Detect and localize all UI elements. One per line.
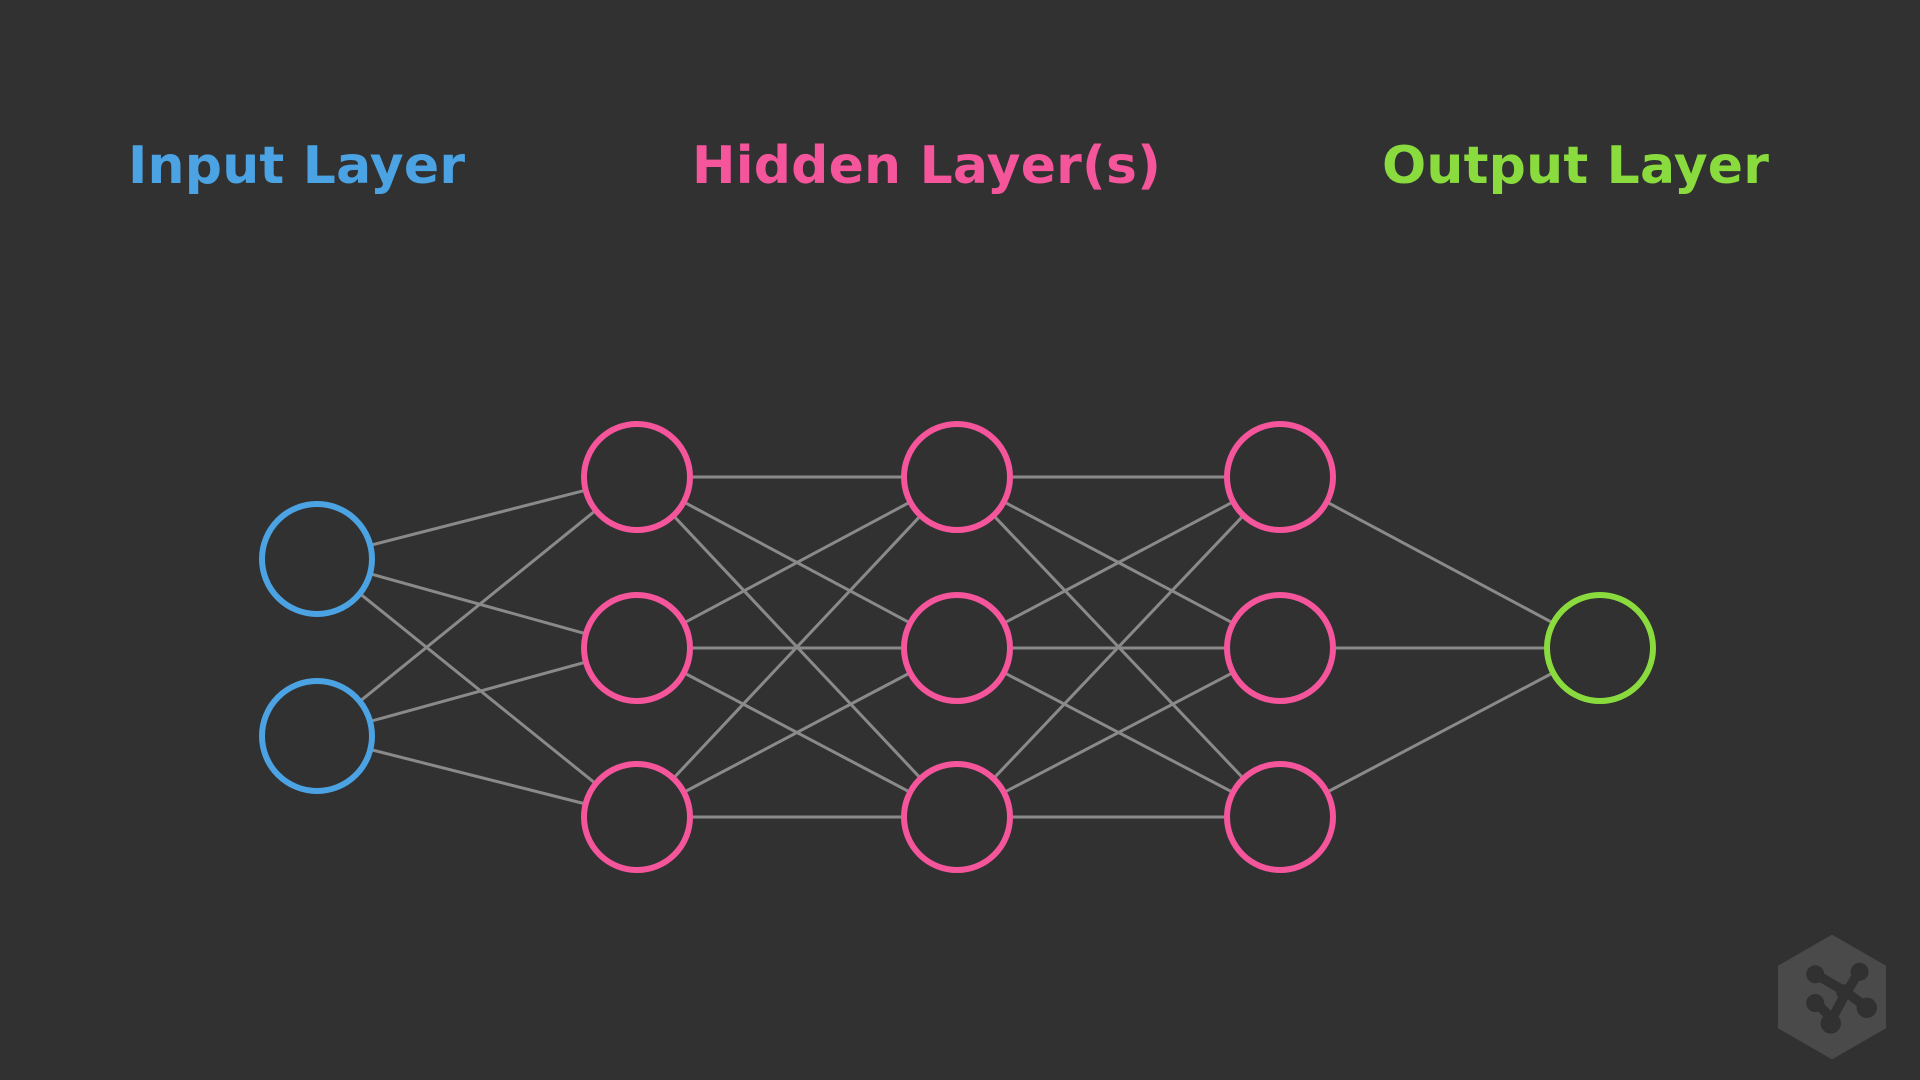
node-hidden-1-2 — [581, 592, 693, 704]
edge-hidden-1-1-to-hidden-2-0 — [683, 500, 911, 625]
edge-input-1-to-hidden-1-2 — [369, 748, 586, 806]
edge-input-0-to-hidden-1-0 — [369, 488, 587, 547]
node-hidden-3-2 — [1224, 592, 1336, 704]
edge-input-1-to-hidden-1-1 — [369, 660, 587, 723]
edge-hidden-2-2-to-hidden-3-1 — [1003, 671, 1234, 794]
node-hidden-2-1 — [901, 421, 1013, 533]
input-layer-label: Input Layer — [128, 136, 466, 196]
node-hidden-2-3 — [901, 761, 1013, 873]
node-output-1 — [1544, 592, 1656, 704]
edges-group — [358, 475, 1554, 819]
edge-hidden-1-2-to-hidden-2-1 — [683, 671, 911, 794]
node-hidden-1-1 — [581, 421, 693, 533]
edge-hidden-2-2-to-hidden-3-0 — [992, 514, 1245, 780]
output-layer-label: Output Layer — [1382, 136, 1770, 196]
hidden-layer-label: Hidden Layer(s) — [692, 136, 1162, 196]
edge-hidden-3-0-to-output-0 — [1326, 500, 1554, 625]
nodes-group — [259, 421, 1656, 873]
node-hidden-3-3 — [1224, 761, 1336, 873]
edge-hidden-3-2-to-output-0 — [1326, 671, 1554, 794]
node-hidden-1-3 — [581, 761, 693, 873]
node-input-2 — [259, 678, 375, 794]
node-hidden-3-1 — [1224, 421, 1336, 533]
node-hidden-2-2 — [901, 592, 1013, 704]
edge-hidden-1-2-to-hidden-2-0 — [672, 514, 922, 780]
edge-input-1-to-hidden-1-0 — [358, 509, 597, 703]
edge-input-0-to-hidden-1-1 — [369, 572, 587, 636]
edge-input-0-to-hidden-1-2 — [358, 592, 597, 785]
edge-hidden-2-1-to-hidden-3-0 — [1003, 500, 1234, 625]
node-input-1 — [259, 501, 375, 617]
